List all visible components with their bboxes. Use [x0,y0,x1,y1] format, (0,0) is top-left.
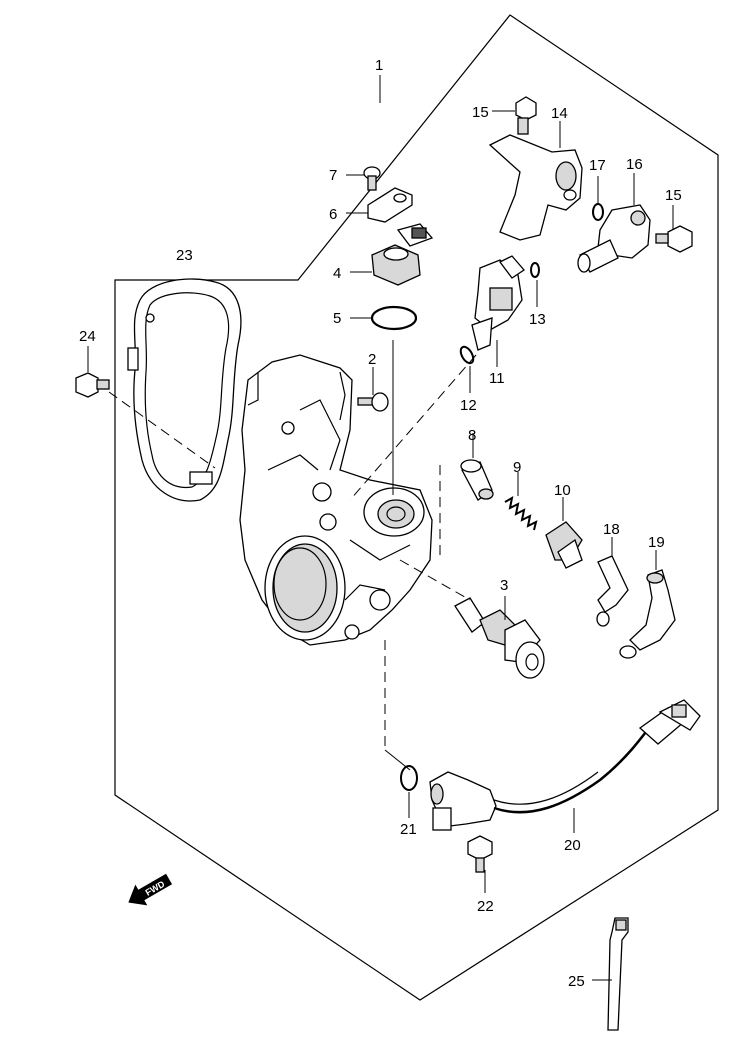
callout-15-top: 15 [472,104,489,121]
bolt-15-right [655,205,693,253]
callout-3: 3 [500,577,508,594]
clamp-6 [346,187,413,223]
spring-9 [504,472,538,531]
callout-22: 22 [477,898,494,915]
cable-tie-25 [592,917,629,1031]
callout-18: 18 [603,521,620,538]
callout-17: 17 [589,157,606,174]
screw-2 [357,367,389,412]
o-ring-5 [350,305,418,331]
o-ring-13 [530,262,540,307]
callout-5: 5 [333,310,341,327]
o-ring-17 [592,176,604,221]
bracket-14 [488,121,583,241]
sensor-20 [429,699,701,833]
callout-23: 23 [176,247,193,264]
idle-axis-line [399,559,471,601]
bolt-24 [75,346,216,469]
callout-1: 1 [375,57,383,74]
callout-6: 6 [329,206,337,223]
callout-14: 14 [551,105,568,122]
callout-8: 8 [468,427,476,444]
sensor-4 [350,223,434,286]
elbow-19 [619,550,676,659]
screw-22 [467,835,493,893]
fitting-16 [577,173,651,273]
callout-13: 13 [529,311,546,328]
callout-16: 16 [626,156,643,173]
injector-11 [471,255,525,367]
assembly-outline [114,14,719,1001]
bolt-15-top [492,96,537,135]
idle-screw-3 [454,596,545,679]
callout-4: 4 [333,265,341,282]
callout-7: 7 [329,167,337,184]
callout-15-right: 15 [665,187,682,204]
callout-19: 19 [648,534,665,551]
injector-axis-line [349,354,477,501]
callout-9: 9 [513,459,521,476]
callout-10: 10 [554,482,571,499]
fwd-arrow-icon: FWD [128,873,173,906]
callout-20: 20 [564,837,581,854]
screw-7 [346,166,381,191]
callout-2: 2 [368,351,376,368]
gasket-23 [127,278,242,502]
callout-21: 21 [400,821,417,838]
adjust-screw-10 [545,497,583,569]
callout-25: 25 [568,973,585,990]
hose-18 [596,537,629,627]
o-ring-12 [459,345,475,393]
callout-11: 11 [489,370,505,387]
throttle-body [239,354,433,646]
plunger-8 [460,433,494,501]
callout-12: 12 [460,397,477,414]
callout-24: 24 [79,328,96,345]
o-ring-21 [400,765,418,818]
